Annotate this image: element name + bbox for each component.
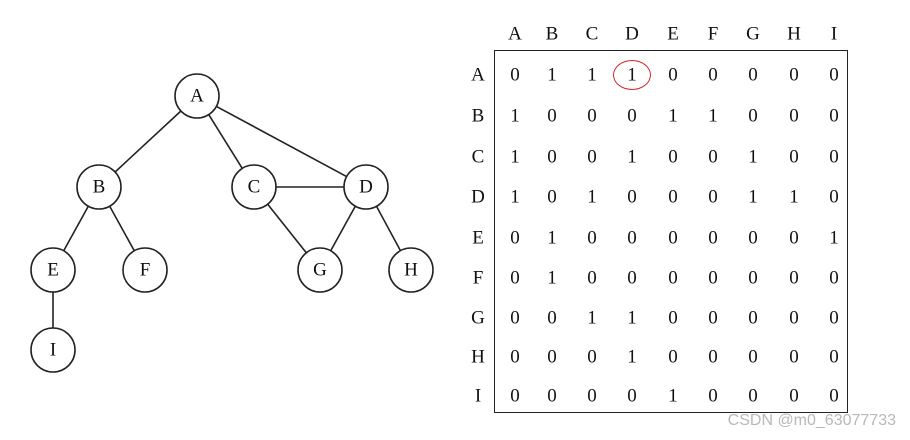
node-f: F <box>122 247 168 293</box>
node-label: B <box>93 176 106 197</box>
node-circle <box>388 247 434 293</box>
node-i: I <box>30 327 76 373</box>
edge-a-b <box>114 110 182 173</box>
node-label: G <box>313 259 327 280</box>
node-circle <box>30 327 76 373</box>
watermark: CSDN @m0_63077733 <box>727 412 896 429</box>
col-header-f: F <box>707 23 719 45</box>
graph-nodes: A B C D E F G H I <box>30 73 434 373</box>
row-header-c: C <box>471 146 485 168</box>
row-header-g: G <box>471 307 485 329</box>
highlight-ring <box>613 60 651 90</box>
node-label: D <box>359 176 373 197</box>
node-g: G <box>297 247 343 293</box>
node-circle <box>30 247 76 293</box>
col-header-h: H <box>787 23 801 45</box>
edge-a-c <box>208 114 243 169</box>
col-header-e: E <box>667 23 679 45</box>
node-e: E <box>30 247 76 293</box>
node-circle <box>76 164 122 210</box>
row-header-h: H <box>471 346 485 368</box>
node-c: C <box>231 164 277 210</box>
col-header-i: I <box>830 23 838 45</box>
node-h: H <box>388 247 434 293</box>
col-header-b: B <box>545 23 559 45</box>
node-label: C <box>248 176 261 197</box>
row-header-i: I <box>474 385 482 407</box>
row-header-d: D <box>471 186 485 208</box>
node-label: A <box>190 85 204 106</box>
node-circle <box>174 73 220 119</box>
edge-b-e <box>62 205 90 252</box>
col-header-g: G <box>746 23 760 45</box>
col-header-a: A <box>508 23 522 45</box>
node-circle <box>343 164 389 210</box>
graph-edges <box>52 105 402 328</box>
node-d: D <box>343 164 389 210</box>
node-label: H <box>404 259 418 280</box>
node-label: E <box>47 259 59 280</box>
graph-diagram: A B C D E F G H I <box>30 73 434 373</box>
node-label: I <box>50 339 56 360</box>
edge-d-g <box>329 205 357 252</box>
matrix-border <box>494 50 848 413</box>
col-header-c: C <box>585 23 599 45</box>
row-header-b: B <box>471 105 485 127</box>
edge-a-d <box>216 105 347 178</box>
edge-b-f <box>108 205 136 252</box>
node-circle <box>122 247 168 293</box>
row-header-f: F <box>472 267 484 289</box>
node-label: F <box>140 259 151 280</box>
edge-c-g <box>267 203 307 254</box>
edge-d-h <box>375 205 402 252</box>
col-header-d: D <box>625 23 639 45</box>
node-circle <box>231 164 277 210</box>
node-a: A <box>174 73 220 119</box>
node-b: B <box>76 164 122 210</box>
node-circle <box>297 247 343 293</box>
row-header-e: E <box>472 227 484 249</box>
row-header-a: A <box>471 64 485 86</box>
